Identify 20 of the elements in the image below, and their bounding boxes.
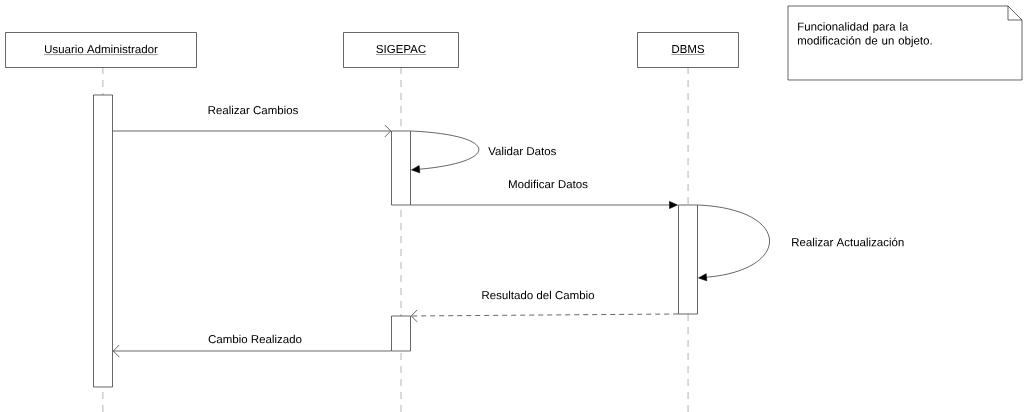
note: Funcionalidad para la modificación de un objeto. xyxy=(787,5,1023,81)
message-arrow xyxy=(410,309,679,323)
message-label: Resultado del Cambio xyxy=(480,289,596,301)
message-arrow xyxy=(410,130,480,174)
message-label: Realizar Cambios xyxy=(206,104,300,116)
message-label: Realizar Actualización xyxy=(790,236,906,248)
message-arrow xyxy=(112,124,392,138)
message-arrow xyxy=(410,201,678,209)
message-arrow xyxy=(112,344,392,358)
activation-bar xyxy=(391,315,411,352)
message-label: Cambio Realizado xyxy=(207,333,303,345)
message-arrow xyxy=(697,204,770,282)
message-label: Validar Datos xyxy=(487,145,558,157)
message-label: Modificar Datos xyxy=(507,178,589,190)
activation-bar xyxy=(93,94,113,388)
activation-bar xyxy=(391,130,411,206)
activation-bar xyxy=(678,204,698,315)
lifeline-header: DBMS xyxy=(637,32,739,68)
lifeline-header: Usuario Administrador xyxy=(5,32,197,68)
lifeline-header: SIGEPAC xyxy=(343,32,459,68)
